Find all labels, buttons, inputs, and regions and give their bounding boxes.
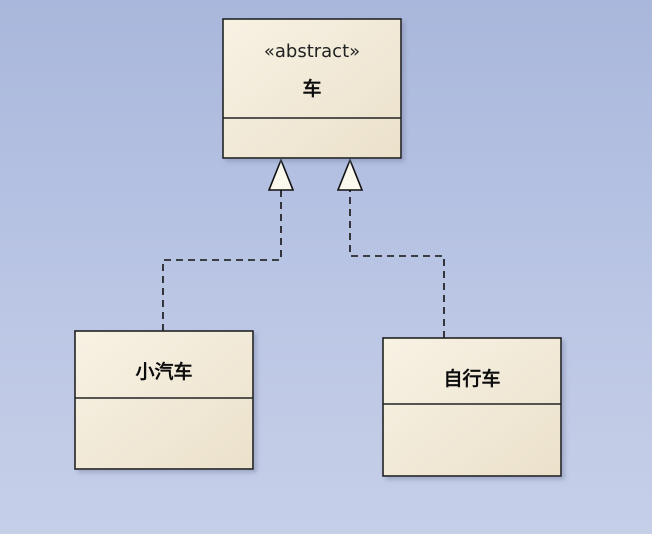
class-stereotype: «abstract» (264, 41, 360, 62)
class-name: 车 (302, 77, 321, 100)
inheritance-arrowhead-icon (336, 157, 364, 191)
class-name: 小汽车 (135, 360, 192, 383)
realization-bicycle-to-vehicle[interactable] (336, 157, 445, 338)
class-vehicle[interactable]: «abstract» 车 (222, 18, 402, 159)
class-car[interactable]: 小汽车 (74, 330, 254, 470)
realization-car-to-vehicle[interactable] (162, 157, 295, 331)
class-bicycle[interactable]: 自行车 (382, 337, 562, 477)
inheritance-arrowhead-icon (267, 157, 295, 191)
class-name: 自行车 (443, 367, 500, 390)
